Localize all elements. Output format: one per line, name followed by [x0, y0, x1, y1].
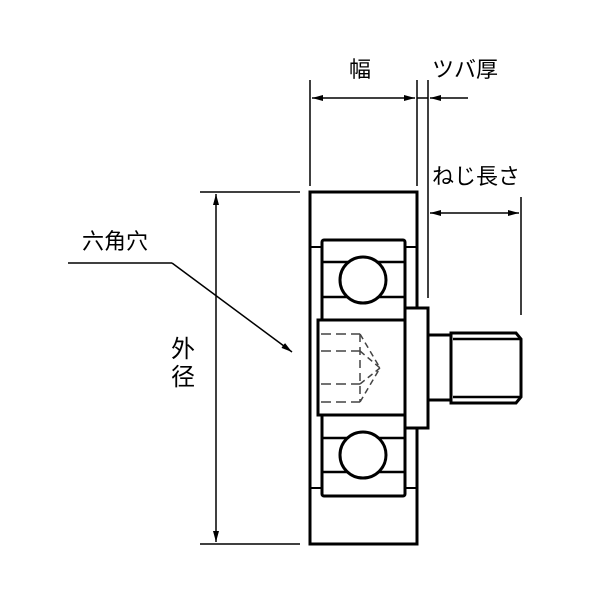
stud-neck	[426, 333, 453, 402]
label-outer-diameter-char1: 外	[171, 335, 195, 363]
upper-bearing	[310, 238, 417, 324]
label-width: 幅	[349, 58, 372, 83]
stud-thread	[449, 331, 523, 405]
lower-bearing	[310, 412, 417, 498]
label-screw-length: ねじ長さ	[432, 165, 521, 190]
label-flange-thickness: ツバ厚	[432, 58, 499, 83]
dim-outer-diameter	[200, 191, 300, 545]
label-outer-diameter: 外 径	[170, 335, 196, 391]
dim-flange-thickness	[417, 80, 468, 298]
hex-hole	[321, 333, 381, 403]
flange	[403, 306, 430, 430]
label-outer-diameter-char2: 径	[171, 362, 195, 391]
dim-width	[309, 80, 418, 186]
dim-screw-length	[430, 197, 522, 315]
label-hex-hole: 六角穴	[82, 230, 149, 255]
leader-hex-hole	[68, 262, 293, 353]
